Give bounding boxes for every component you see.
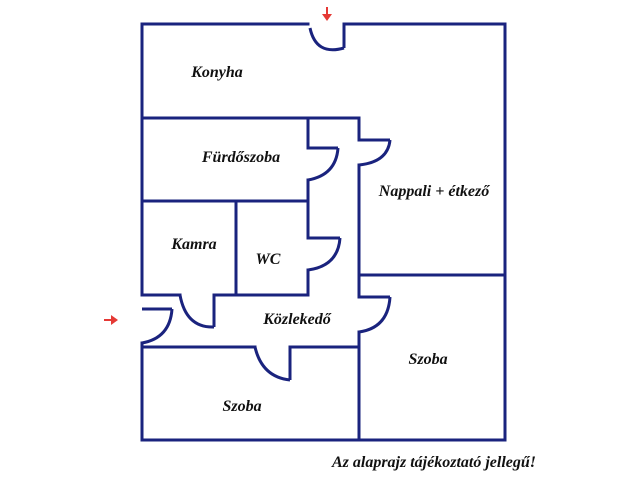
room-label-kozlekedo: Közlekedő bbox=[262, 311, 332, 328]
room-label-kamra: Kamra bbox=[170, 236, 216, 253]
door-living bbox=[358, 138, 392, 167]
room-label-szoba-right: Szoba bbox=[408, 351, 447, 368]
door-wc bbox=[307, 236, 342, 272]
disclaimer-note: Az alaprajz tájékoztató jellegű! bbox=[331, 454, 536, 471]
door-kamra bbox=[178, 294, 216, 329]
walls bbox=[140, 22, 507, 442]
door-left-entrance bbox=[141, 307, 174, 345]
room-label-furdoszoba: Fürdőszoba bbox=[201, 149, 280, 166]
room-label-szoba-bottom: Szoba bbox=[222, 398, 261, 415]
door-bedroom-bottom bbox=[253, 346, 292, 382]
room-label-nappali: Nappali + étkező bbox=[378, 183, 490, 200]
arrow-down-icon bbox=[322, 7, 332, 21]
door-bedroom-right bbox=[358, 295, 392, 334]
arrow-right-icon bbox=[104, 315, 118, 325]
doors bbox=[141, 24, 392, 382]
door-kitchen-entrance bbox=[308, 24, 346, 52]
door-bathroom bbox=[307, 146, 340, 182]
room-label-wc: WC bbox=[256, 251, 281, 268]
room-label-konyha: Konyha bbox=[190, 64, 243, 81]
